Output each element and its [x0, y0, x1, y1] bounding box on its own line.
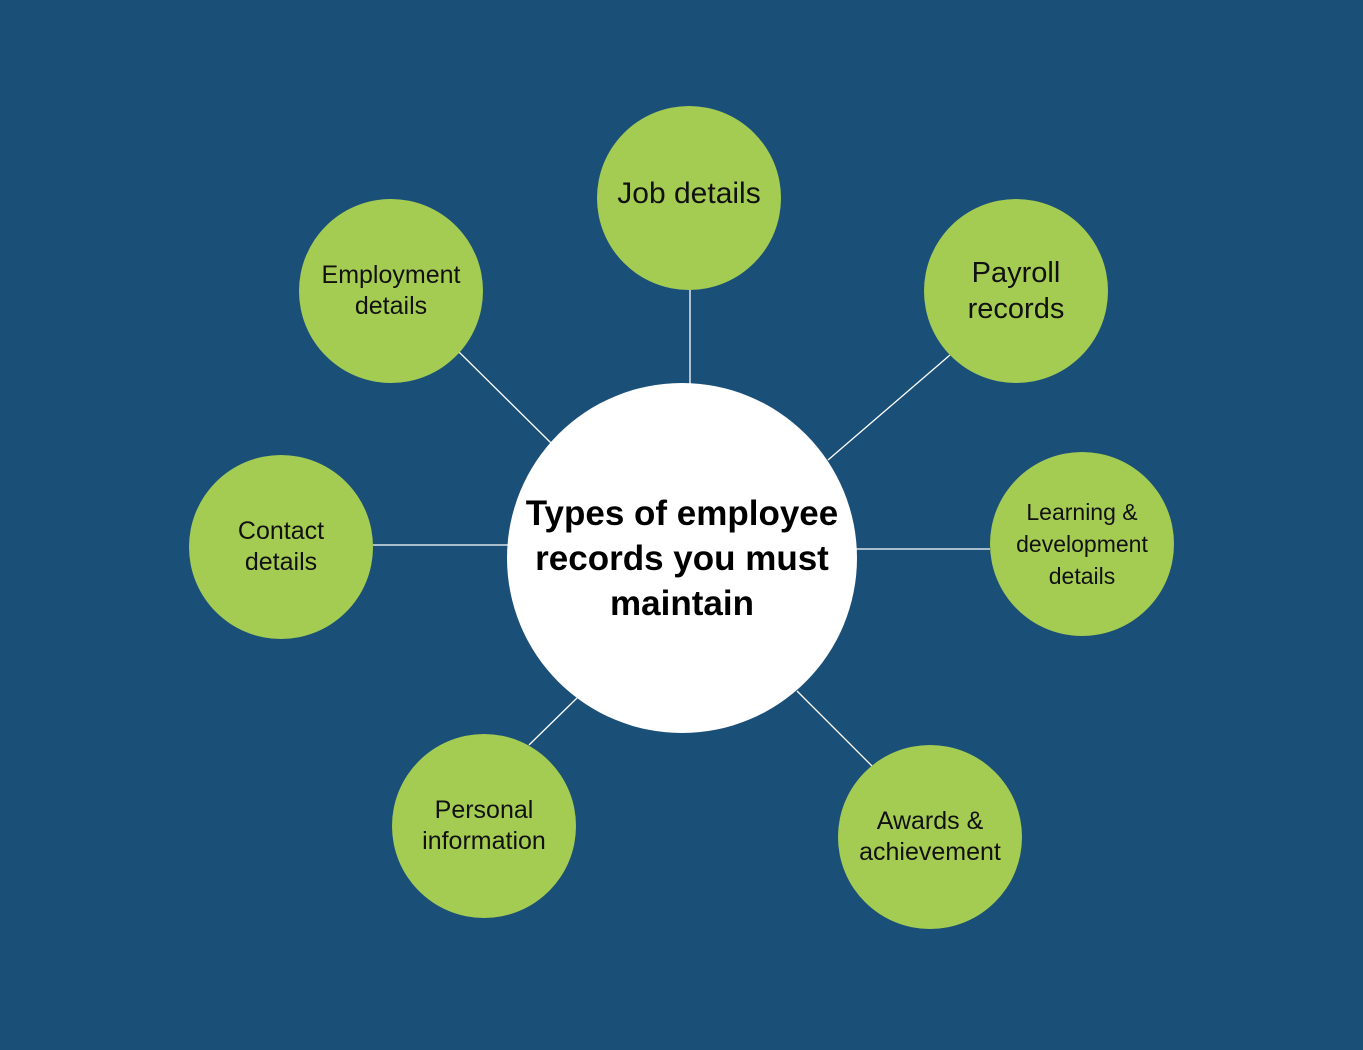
node-employment: Employment details: [299, 199, 483, 383]
node-contact: Contact details: [189, 455, 373, 639]
connector-payroll: [827, 354, 951, 461]
connector-employment: [458, 351, 552, 444]
node-payroll: Payroll records: [924, 199, 1108, 383]
center-hub: Types of employee records you must maint…: [507, 383, 857, 733]
diagram-title: Types of employee records you must maint…: [525, 493, 839, 623]
connector-awards: [796, 690, 873, 767]
node-learning: Learning & development details: [990, 452, 1174, 636]
node-awards: Awards & achievement: [838, 745, 1022, 929]
node-job: Job details: [597, 106, 781, 290]
connector-personal: [528, 697, 578, 746]
node-personal: Personal information: [392, 734, 576, 918]
